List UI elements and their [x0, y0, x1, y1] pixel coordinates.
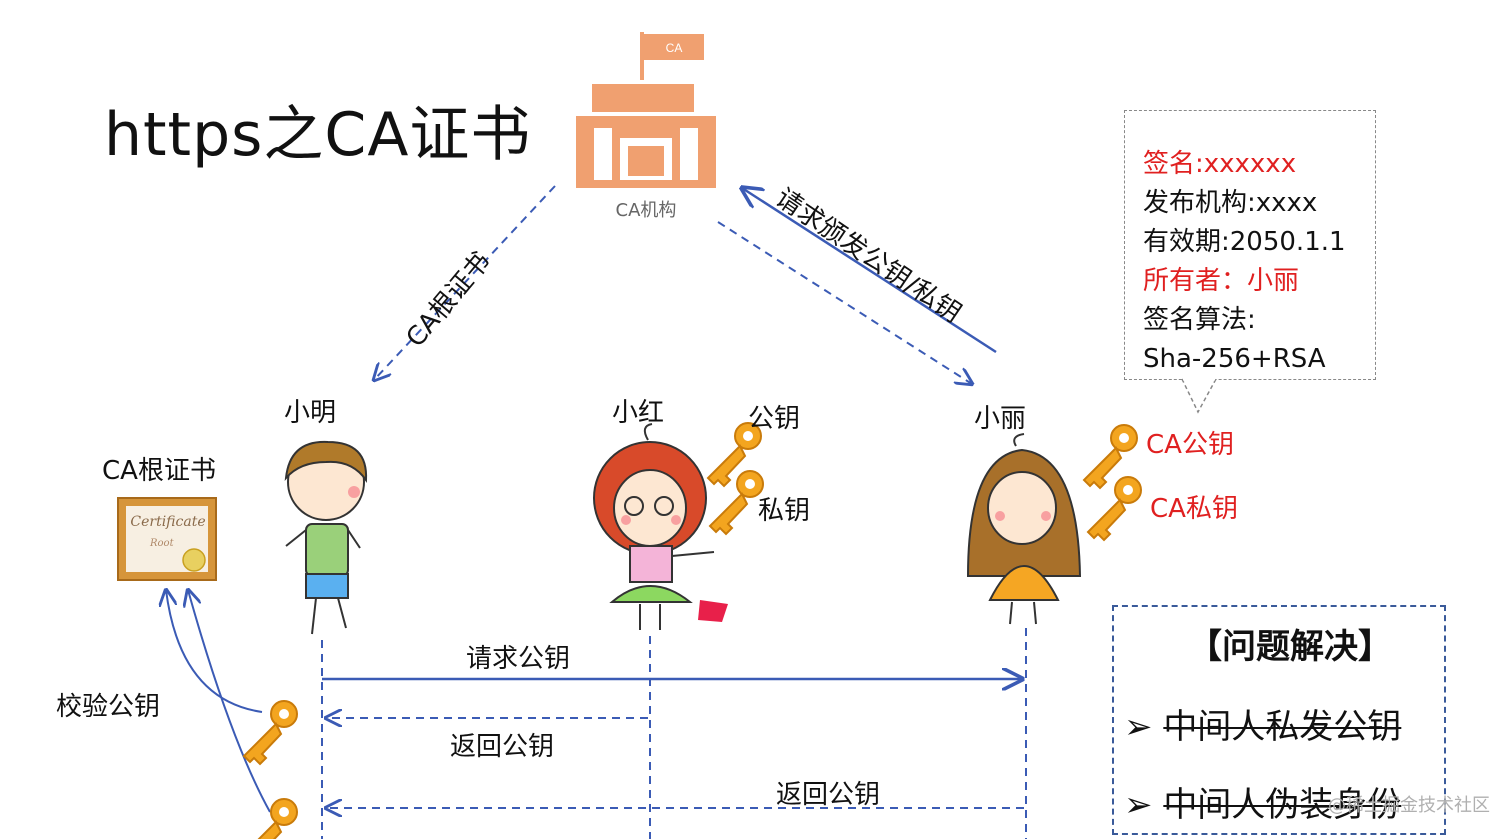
verify-key-icon-2 [243, 798, 298, 839]
solution-box: 【问题解决】 ➢ 中间人私发公钥 ➢ 中间人伪装身份 [1112, 605, 1446, 835]
return-public-key-label-2: 返回公钥 [776, 780, 881, 810]
cert-signature: 签名:xxxxxx [1143, 149, 1297, 179]
xiaohong-public-key-label: 公钥 [748, 404, 801, 434]
xiaoli-ca-private-key-label: CA私钥 [1150, 494, 1238, 524]
xiaohong-private-key-label: 私钥 [758, 496, 811, 526]
cert-image-text: Certificate [130, 514, 205, 530]
xiaoming-name: 小明 [284, 398, 337, 428]
solution-item: ➢ 中间人私发公钥 [1124, 699, 1401, 748]
xiaoli-ca-public-key-label: CA公钥 [1146, 430, 1234, 460]
xiaoli-ca-private-key-icon [1087, 476, 1142, 541]
xiaoming-figure [284, 440, 368, 635]
xiaoli-request-arrow [742, 188, 997, 354]
xiaohong-figure [593, 423, 728, 630]
xiaoli-name: 小丽 [974, 404, 1027, 434]
root-certificate-icon: Certificate Root [117, 497, 217, 581]
watermark: @稀土掘金技术社区 [1328, 795, 1490, 816]
verify-public-key-label: 校验公钥 [56, 692, 161, 722]
solution-item: ➢ 中间人伪装身份 [1124, 777, 1401, 826]
cert-algorithm-label: 签名算法: [1143, 305, 1256, 335]
verify-curve-2 [188, 590, 271, 813]
root-cert-label: CA根证书 [102, 456, 216, 486]
bullet-icon: ➢ [1124, 785, 1153, 825]
solution-item-text: 中间人私发公钥 [1163, 707, 1402, 747]
ca-building-icon: CA CA机构 [576, 32, 716, 221]
cert-algorithm: Sha-256+RSA [1143, 344, 1326, 374]
callout-pointer [1181, 378, 1217, 414]
ca-authority-label: CA机构 [616, 200, 677, 221]
request-public-key-label: 请求公钥 [466, 644, 571, 674]
return-public-key-label-1: 返回公钥 [450, 732, 555, 762]
cert-validity: 有效期:2050.1.1 [1143, 227, 1346, 257]
solution-item-text: 中间人伪装身份 [1163, 785, 1402, 825]
solution-title: 【问题解决】 [1188, 627, 1392, 667]
page-title: https之CA证书 [104, 100, 532, 170]
verify-curve-1 [166, 590, 263, 713]
xiaohong-name: 小红 [612, 398, 665, 428]
xiaoli-figure [966, 433, 1082, 625]
certificate-callout: 签名:xxxxxx 发布机构:xxxx 有效期:2050.1.1 所有者：小丽 … [1124, 110, 1376, 380]
cert-owner: 所有者：小丽 [1143, 266, 1300, 296]
ca-flag-text: CA [666, 41, 683, 55]
ca-to-xiaoming-arrow [374, 185, 556, 380]
bullet-icon: ➢ [1124, 707, 1153, 747]
cert-issuer: 发布机构:xxxx [1143, 188, 1318, 218]
cert-image-sub: Root [149, 538, 175, 549]
